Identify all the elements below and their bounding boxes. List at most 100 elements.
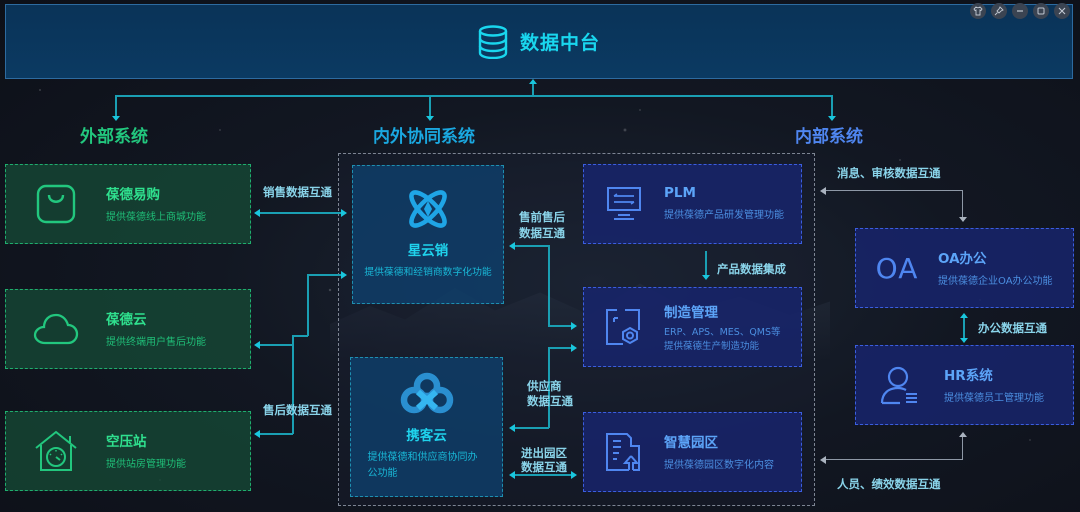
arrow-down-icon xyxy=(702,275,710,280)
maximize-icon xyxy=(1037,7,1045,15)
arrow-right-icon xyxy=(571,344,577,352)
aftersales-vert-link xyxy=(292,335,294,345)
pin-button[interactable] xyxy=(991,3,1007,19)
icon-wrap xyxy=(584,308,664,346)
branch-collab-line xyxy=(429,95,431,117)
icon-wrap xyxy=(6,312,106,346)
card-title: 智慧园区 xyxy=(664,434,718,451)
arrow-left-icon xyxy=(509,242,515,250)
card-oa[interactable]: OA OA办公 提供葆德企业OA办公功能 xyxy=(855,228,1074,308)
bolt-nut-icon xyxy=(606,309,640,345)
label-presale-1: 售前售后 xyxy=(519,210,565,224)
aftersales-join xyxy=(292,335,308,337)
card-desc: 提供葆德和经销商数字化功能 xyxy=(364,266,492,278)
card-title: 葆德易购 xyxy=(106,186,160,203)
product-line xyxy=(705,251,707,275)
aftersales-top-line xyxy=(307,274,344,276)
card-desc: 提供终端用户售后功能 xyxy=(106,336,206,348)
card-xiekeyun[interactable]: 携客云 提供葆德和供应商协同办公功能 xyxy=(350,357,503,497)
tshirt-icon xyxy=(973,6,983,16)
aftersales-vert2 xyxy=(292,344,294,434)
arrow-up-icon xyxy=(959,432,967,437)
card-manufacturing[interactable]: 制造管理 ERP、APS、MES、QMS等 提供葆德生产制造功能 xyxy=(583,287,802,367)
arrow-down-icon xyxy=(828,116,836,121)
minimize-button[interactable] xyxy=(1012,3,1028,19)
label-park-2: 数据互通 xyxy=(521,460,567,474)
arrow-right-icon xyxy=(571,322,577,330)
presale-top xyxy=(513,245,549,247)
arrow-down-icon xyxy=(959,217,967,222)
house-gauge-icon xyxy=(35,430,77,471)
close-button[interactable] xyxy=(1054,3,1070,19)
card-desc: 提供葆德线上商城功能 xyxy=(106,211,206,223)
trefoil-icon xyxy=(400,372,453,414)
section-title-external: 外部系统 xyxy=(80,127,148,147)
supplier-bottom xyxy=(513,427,549,429)
icon-wrap xyxy=(584,432,664,472)
staff-vertical xyxy=(962,436,963,460)
skin-button[interactable] xyxy=(970,3,986,19)
icon-wrap xyxy=(584,186,664,222)
arrow-down-icon xyxy=(112,116,120,121)
card-desc: 提供葆德园区数字化内容 xyxy=(664,459,774,471)
pin-icon xyxy=(994,6,1004,16)
window-controls xyxy=(970,3,1070,19)
card-plm[interactable]: PLM 提供葆德产品研发管理功能 xyxy=(583,164,802,244)
card-hr[interactable]: HR系统 提供葆德员工管理功能 xyxy=(855,345,1074,425)
label-supplier-2: 数据互通 xyxy=(527,394,573,408)
supplier-vert xyxy=(548,347,550,428)
msg-audit-horizontal xyxy=(824,190,963,191)
aftersales-to-station xyxy=(258,433,293,435)
sales-connector-line xyxy=(258,212,344,214)
aftersales-vert1 xyxy=(307,274,309,336)
card-smart-park[interactable]: 智慧园区 提供葆德园区数字化内容 xyxy=(583,412,802,492)
arrow-left-icon xyxy=(820,187,826,195)
shopping-bag-icon xyxy=(36,184,76,224)
office-line xyxy=(963,317,965,339)
icon-wrap xyxy=(856,365,944,405)
minimize-icon xyxy=(1017,10,1023,12)
maximize-button[interactable] xyxy=(1033,3,1049,19)
arrow-up-icon xyxy=(960,313,968,318)
label-office: 办公数据互通 xyxy=(978,321,1047,335)
arrow-left-icon xyxy=(254,341,260,349)
card-xingyunxiao[interactable]: 星云销 提供葆德和经销商数字化功能 xyxy=(352,165,504,304)
card-desc: 提供葆德员工管理功能 xyxy=(944,392,1044,404)
staff-horizontal xyxy=(824,459,963,460)
oa-text-icon: OA xyxy=(875,251,919,285)
arrow-right-icon xyxy=(341,209,347,217)
branch-internal-line xyxy=(831,95,833,117)
arrow-left-icon xyxy=(509,471,515,479)
card-desc-line1: ERP、APS、MES、QMS等 xyxy=(664,326,781,338)
cloud-icon xyxy=(33,313,79,345)
card-title: 空压站 xyxy=(106,433,147,450)
card-desc: 提供葆德企业OA办公功能 xyxy=(938,275,1053,287)
card-title: PLM xyxy=(664,184,696,201)
label-staff: 人员、绩效数据互通 xyxy=(837,477,941,491)
aftersales-to-cloud xyxy=(258,344,293,346)
card-compressor-station[interactable]: 空压站 提供站房管理功能 xyxy=(5,411,251,491)
building-tree-icon xyxy=(606,433,640,471)
presale-bottom xyxy=(548,325,572,327)
star-x-icon xyxy=(409,189,447,228)
label-sales: 销售数据互通 xyxy=(263,185,332,199)
label-aftersales: 售后数据互通 xyxy=(263,403,332,417)
supplier-top xyxy=(548,347,572,349)
arrow-down-icon xyxy=(426,116,434,121)
arrow-right-icon xyxy=(341,271,347,279)
card-title: 星云销 xyxy=(407,242,449,259)
card-desc: 提供葆德和供应商协同办公功能 xyxy=(367,452,478,479)
icon-wrap xyxy=(6,430,106,472)
arrow-up-icon xyxy=(529,79,537,84)
card-title: 携客云 xyxy=(406,428,447,444)
label-presale-2: 数据互通 xyxy=(519,226,565,240)
section-title-internal: 内部系统 xyxy=(795,127,863,147)
section-title-collab: 内外协同系统 xyxy=(373,127,475,147)
card-bade-cloud[interactable]: 葆德云 提供终端用户售后功能 xyxy=(5,289,251,369)
arrow-left-icon xyxy=(820,456,826,464)
icon-wrap xyxy=(6,184,106,224)
monitor-icon xyxy=(607,187,641,220)
card-bade-yigou[interactable]: 葆德易购 提供葆德线上商城功能 xyxy=(5,164,251,244)
card-desc: 提供葆德产品研发管理功能 xyxy=(664,209,784,221)
close-icon xyxy=(1058,7,1066,15)
